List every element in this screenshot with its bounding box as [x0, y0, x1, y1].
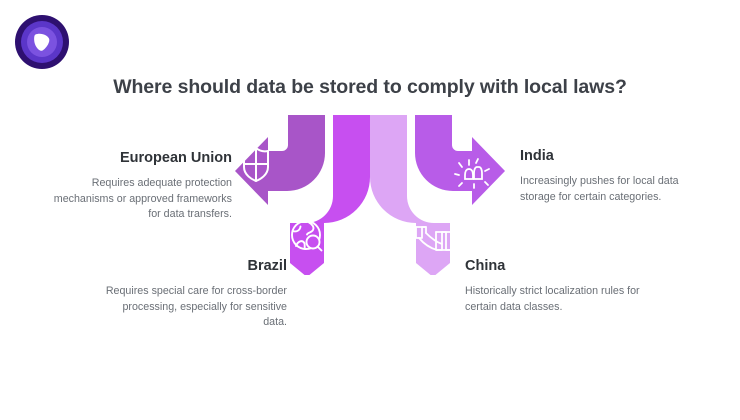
brand-logo-icon — [15, 15, 69, 69]
region-heading-china: China — [465, 258, 506, 274]
arrows-diagram — [230, 105, 510, 277]
page-title: Where should data be stored to comply wi… — [113, 76, 627, 98]
arrows-svg — [235, 115, 505, 277]
region-heading-european-union: European Union — [120, 150, 232, 166]
arrow-india — [415, 115, 505, 205]
shield-icon — [243, 147, 269, 182]
region-body-european-union: Requires adequate protection mechanisms … — [53, 177, 232, 221]
brand-logo[interactable] — [14, 14, 70, 70]
region-heading-brazil: Brazil — [247, 258, 288, 274]
region-body-china: Historically strict localization rules f… — [465, 285, 640, 313]
region-european-union: European Union Requires adequate protect… — [40, 150, 232, 223]
region-body-india: Increasingly pushes for local data stora… — [520, 175, 679, 203]
india-monument-icon — [454, 158, 490, 189]
arrow-eu — [235, 115, 325, 205]
region-heading-india: India — [520, 148, 554, 164]
globe-search-icon — [291, 220, 323, 252]
region-india: India Increasingly pushes for local data… — [520, 148, 710, 205]
arrow-china — [370, 115, 452, 277]
arrow-brazil — [290, 115, 370, 277]
region-body-brazil: Requires special care for cross-border p… — [105, 285, 287, 329]
region-brazil: Brazil Requires special care for cross-b… — [105, 258, 287, 331]
region-china: China Historically strict localization r… — [465, 258, 653, 315]
great-wall-icon — [415, 226, 452, 251]
